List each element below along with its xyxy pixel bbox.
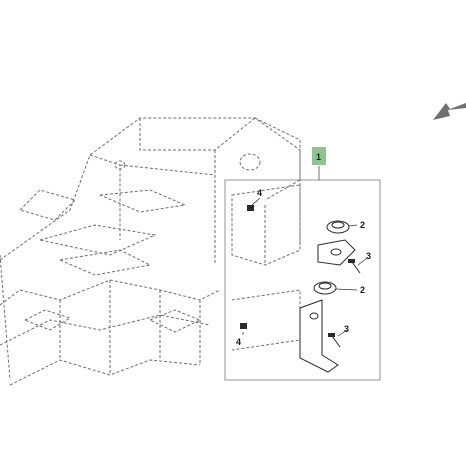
bracket-plate-upper	[317, 239, 356, 266]
cap-screw-lower	[328, 333, 341, 348]
callout-nut-upper: 4	[257, 188, 262, 198]
callout-cap-screw-lower: 3	[344, 324, 349, 334]
direction-arrow-icon	[433, 103, 466, 120]
callout-cap-screw-upper: 3	[366, 251, 371, 261]
bushing-lower	[313, 281, 337, 295]
callout-bushing-lower: 2	[360, 285, 365, 295]
cap-screw-upper	[348, 259, 361, 274]
callout-tag-background	[312, 147, 326, 165]
detail-box	[224, 166, 381, 381]
callout-nut-lower: 4	[236, 337, 241, 347]
nut-lower	[240, 323, 247, 329]
bracket-l-lower	[299, 299, 339, 373]
mounting-bracket	[231, 184, 301, 351]
callout-bushing-upper: 2	[360, 220, 365, 230]
bushing-upper	[326, 220, 350, 234]
callout-group: 1	[316, 152, 321, 162]
frame-assembly	[0, 117, 301, 386]
nut-upper	[247, 205, 254, 211]
